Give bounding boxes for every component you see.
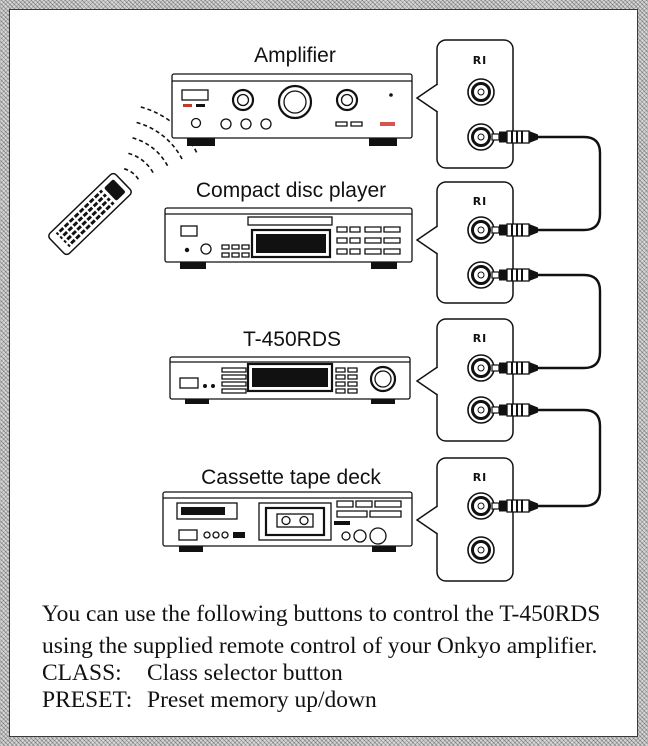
deck-transport-buttons [336, 500, 402, 518]
tuner-illustration [169, 356, 411, 404]
cd-transport-buttons [336, 226, 401, 255]
ri-cable-cd-to-tuner [536, 273, 602, 370]
tuner-label: T-450RDS [243, 328, 341, 351]
button-definition-class: CLASS: Class selector button [42, 659, 343, 687]
ri-label: RI [473, 54, 488, 67]
callout-pointer-edge [415, 505, 438, 535]
tuner-power-button [179, 377, 199, 389]
ri-callout-cd-player: RI [415, 181, 539, 304]
ri-label: RI [473, 332, 488, 345]
tuning-knob-cap [374, 370, 392, 388]
amplifier-display [181, 89, 209, 101]
cd-power-indicator [184, 247, 190, 253]
speaker-buttons [335, 121, 363, 127]
cassette-deck-label: Cassette tape deck [201, 466, 381, 489]
callout-pointer [417, 84, 439, 112]
signal-wave [132, 137, 170, 169]
deck-phones-jack [233, 532, 245, 538]
callout-pointer-edge [415, 83, 438, 113]
callout-pointer [417, 367, 439, 395]
tuner-display-screen [252, 368, 328, 387]
cd-player-label: Compact disc player [196, 179, 386, 202]
cassette-reels [281, 515, 309, 526]
input-selector-knob-cap [236, 93, 250, 107]
cd-player-illustration [164, 207, 413, 269]
signal-wave [136, 121, 185, 162]
signal-wave [123, 168, 141, 183]
cassette-deck-feet [179, 546, 396, 552]
deck-power-button [178, 529, 198, 541]
ri-jack-icon [466, 395, 496, 425]
tuner-feet [185, 399, 395, 404]
remote-control-icon [48, 172, 132, 256]
ri-jack-icon [466, 215, 496, 245]
deck-control-knobs [341, 527, 387, 545]
headphone-jack [190, 117, 202, 129]
remote-sensor [389, 93, 393, 97]
button-term: CLASS: [42, 660, 122, 686]
remote-button-grid [55, 189, 115, 248]
tuner-preset-buttons [335, 367, 358, 394]
description-line-1: You can use the following buttons to con… [42, 601, 601, 627]
cd-display-screen [256, 234, 326, 253]
amplifier-label: Amplifier [254, 44, 336, 67]
ri-jack-icon [466, 353, 496, 383]
cassette-deck-illustration [162, 491, 413, 552]
button-definition-preset: PRESET: Preset memory up/down [42, 686, 377, 714]
level-meter-screen [181, 507, 225, 515]
tuner-band-buttons [221, 367, 247, 394]
ri-connection-diagram: Amplifier Compact disc player T-450RDS C… [48, 39, 602, 582]
ri-jack-icon [466, 122, 496, 152]
remote-emitter-head [104, 179, 125, 201]
ri-jack-icon [466, 491, 496, 521]
ri-cables [536, 135, 602, 508]
ri-label: RI [473, 195, 488, 208]
cd-headphone-jack [200, 243, 212, 255]
callout-pointer [417, 226, 439, 254]
power-indicator [183, 104, 192, 107]
record-button [334, 521, 350, 525]
tuner-indicator-lights [203, 384, 215, 388]
button-description: Class selector button [147, 660, 343, 686]
ri-callout-tuner: RI [415, 318, 539, 442]
ri-label: RI [473, 471, 488, 484]
callout-pointer-edge [415, 225, 438, 255]
function-indicator [380, 122, 395, 126]
standby-indicator [196, 104, 205, 107]
cd-power-button [180, 225, 198, 237]
callout-pointer-edge [415, 366, 438, 396]
ri-jack-icon [466, 77, 496, 107]
callout-pointer [417, 506, 439, 534]
button-description: Preset memory up/down [147, 687, 377, 713]
small-knobs [220, 118, 272, 130]
tone-knob-cap [340, 93, 354, 107]
volume-knob-cap [283, 90, 307, 114]
button-term: PRESET: [42, 687, 133, 713]
amplifier-feet [187, 138, 397, 146]
ri-callout-cassette-deck: RI [415, 457, 539, 582]
cd-player-feet [180, 262, 397, 269]
signal-wave [128, 152, 156, 176]
ri-cable-amplifier-to-cd [536, 135, 602, 232]
description-line-2: using the supplied remote control of you… [42, 633, 598, 659]
ri-jack-icon [466, 535, 496, 565]
deck-small-controls [203, 531, 229, 539]
ri-jack-icon [466, 260, 496, 290]
amplifier-illustration [171, 73, 413, 146]
disc-tray [247, 216, 333, 226]
ri-cable-tuner-to-cassette [536, 408, 602, 508]
ri-callout-amplifier: RI [415, 39, 539, 169]
cd-mode-buttons [221, 244, 250, 258]
